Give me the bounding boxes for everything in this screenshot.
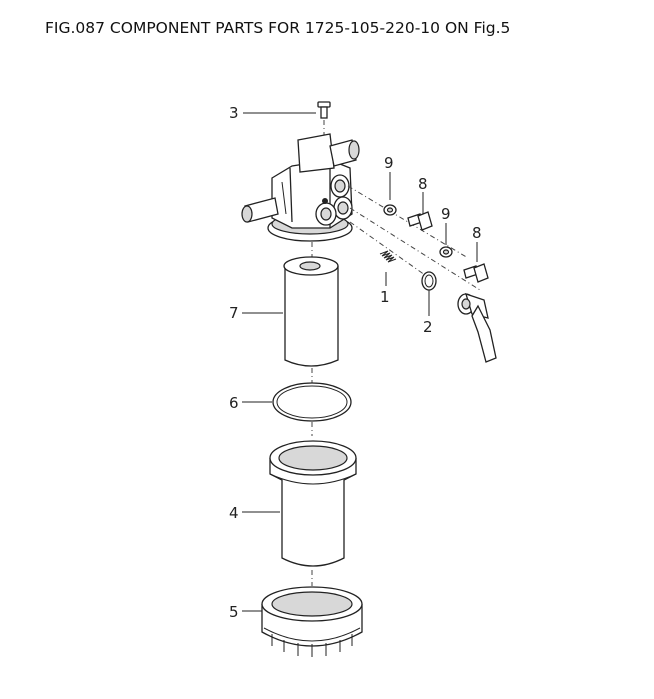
callout-6: 6: [229, 394, 239, 412]
callout-1: 1: [380, 288, 390, 306]
part-8-plug-upper: 8: [407, 175, 433, 231]
filter-head: [241, 133, 360, 242]
callout-3: 3: [229, 104, 239, 122]
callout-8b: 8: [472, 224, 482, 242]
cock-lever: [457, 292, 497, 363]
part-2-oring: 2: [421, 271, 437, 336]
part-1-spring: 1: [379, 250, 397, 306]
callout-7: 7: [229, 304, 239, 322]
part-9-washer-lower: 9: [439, 205, 453, 258]
part-6-oring: 6: [229, 382, 352, 422]
callout-4: 4: [229, 504, 239, 522]
callout-8a: 8: [418, 175, 428, 193]
callout-9b: 9: [441, 205, 451, 223]
part-5-ring-nut: 5: [229, 586, 363, 657]
callout-5: 5: [229, 603, 239, 621]
callout-9a: 9: [384, 154, 394, 172]
part-9-washer-upper: 9: [383, 154, 397, 216]
part-7-element: 7: [229, 242, 339, 367]
part-4-cup: 4: [229, 440, 357, 567]
callout-2: 2: [423, 318, 433, 336]
figure-title: FIG.087 COMPONENT PARTS FOR 1725-105-220…: [45, 19, 511, 37]
part-8-plug-lower: 8: [463, 224, 489, 283]
